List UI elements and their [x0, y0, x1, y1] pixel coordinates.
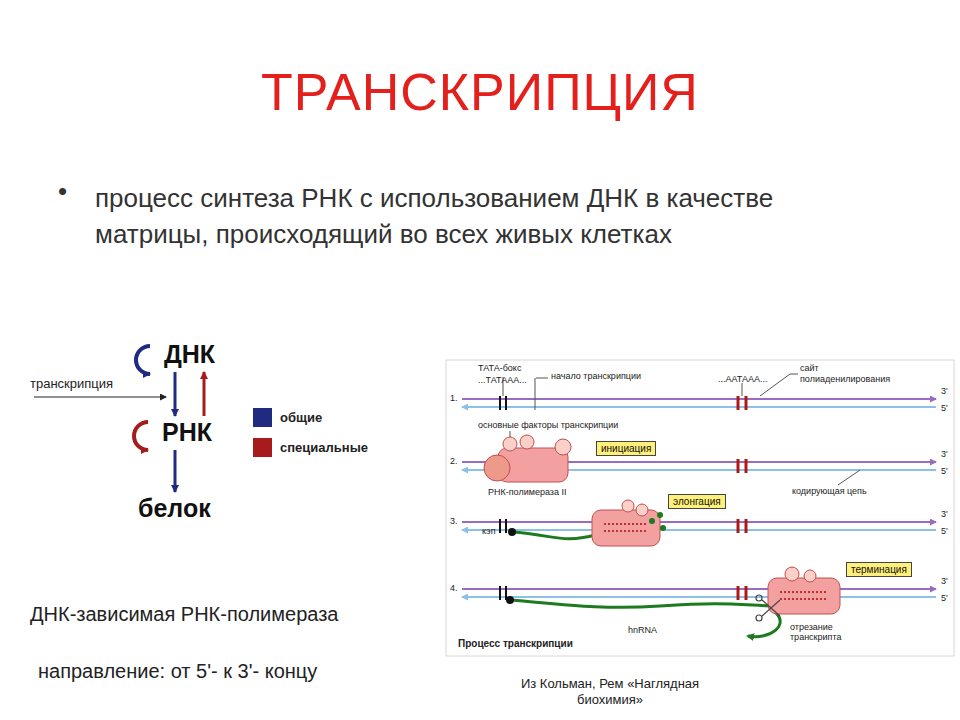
leader-line: [510, 431, 511, 437]
pointer-arrow: [34, 397, 166, 398]
strand-end: 3': [941, 449, 948, 459]
tata-marker: [499, 396, 501, 410]
polya-marker: [745, 586, 748, 600]
cleaved-transcript: [748, 612, 780, 637]
step-number: 4.: [450, 583, 458, 593]
step-number: 2.: [450, 456, 458, 466]
figure-frame: [446, 360, 954, 656]
cap: [508, 528, 516, 536]
molecule-node: ДНК: [164, 340, 215, 369]
start-marker: [535, 378, 536, 410]
step-number: 3.: [450, 516, 458, 526]
stage-box: элонгация: [668, 494, 726, 509]
tata-marker: [505, 519, 507, 533]
strand-end: 3': [941, 576, 948, 586]
flow-arrow: [203, 372, 206, 416]
replication-loop: [136, 346, 150, 374]
polya-marker: [737, 586, 740, 600]
tata-marker: [499, 586, 501, 600]
enzyme-note: ДНК-зависимая РНК-полимераза: [30, 603, 338, 626]
scissors: [756, 595, 780, 621]
strand-end: 5': [941, 526, 948, 536]
callout-label: кодирующая цепь: [792, 486, 867, 496]
callout-label: ТАТА-бокс: [478, 363, 521, 373]
node-text: терминация: [851, 564, 907, 575]
flow-arrow: [174, 450, 177, 492]
sequence-label: ...ТАТААА...: [478, 375, 527, 385]
process-label: транскрипция: [30, 376, 113, 391]
callout-label: отрезание транскрипта: [790, 622, 860, 642]
polya-marker: [737, 519, 740, 533]
leader-line: [790, 374, 798, 375]
callout-label: сайт полиаденилирования: [800, 363, 900, 385]
leader-line: [742, 383, 743, 396]
legend-swatch: [253, 438, 272, 457]
polya-marker: [737, 459, 740, 473]
node-text: инициация: [601, 443, 651, 454]
strand-end: 3': [941, 509, 948, 519]
definition-text: процесс синтеза РНК с использованием ДНК…: [95, 180, 855, 252]
leader-line: [536, 378, 548, 379]
termination-complex: [768, 567, 840, 614]
node-text: РНК: [162, 418, 212, 447]
coding-strand: [462, 521, 936, 523]
coding-strand: [462, 588, 936, 590]
callout-label: РНК-полимераза II: [488, 487, 566, 497]
template-strand: [462, 596, 936, 598]
template-strand: [462, 406, 936, 408]
rna-replication-loop: [134, 422, 148, 450]
callout-label: hnRNA: [628, 625, 657, 635]
dna-strands: [462, 396, 936, 600]
legend-text: общие: [280, 410, 322, 425]
stage-box: терминация: [846, 562, 912, 577]
tata-marker: [499, 519, 501, 533]
stage-box: инициация: [596, 441, 656, 456]
strand-end: 5': [941, 403, 948, 413]
flow-arrow: [174, 372, 177, 416]
leader-line: [838, 470, 860, 485]
template-strand: [462, 529, 936, 531]
coding-strand: [462, 398, 936, 400]
polya-marker: [745, 396, 748, 410]
node-text: ДНК: [164, 340, 215, 369]
cap: [506, 596, 514, 604]
figure-caption: Процесс транскрипции: [458, 638, 573, 649]
elongation-complex: [592, 500, 666, 546]
slide-title: ТРАНСКРИПЦИЯ: [0, 62, 960, 122]
direction-note: направление: от 5'- к 3'- концу: [38, 660, 317, 683]
strand-end: 5': [941, 466, 948, 476]
bullet: •: [58, 176, 67, 207]
callout-label: основные факторы транскрипции: [478, 420, 618, 430]
node-text: белок: [138, 494, 211, 523]
polya-marker: [745, 459, 748, 473]
strand-end: 5': [941, 593, 948, 603]
source-credit: Из Кольман, Рем «Наглядная биохимия»: [520, 676, 700, 708]
polya-marker: [737, 396, 740, 410]
callout-label: кэп: [482, 526, 496, 536]
callout-label: начало транскрипции: [551, 371, 641, 381]
polya-marker: [745, 519, 748, 533]
legend-text: специальные: [280, 440, 368, 455]
legend-swatch: [253, 408, 272, 427]
sequence-label: ...ААТААА...: [718, 374, 768, 384]
molecule-node: РНК: [162, 418, 212, 447]
initiation-complex: [484, 435, 571, 482]
tata-marker: [505, 396, 507, 410]
molecule-node: белок: [138, 494, 211, 523]
step-number: 1.: [450, 393, 458, 403]
node-text: элонгация: [673, 496, 721, 507]
strand-end: 3': [941, 386, 948, 396]
